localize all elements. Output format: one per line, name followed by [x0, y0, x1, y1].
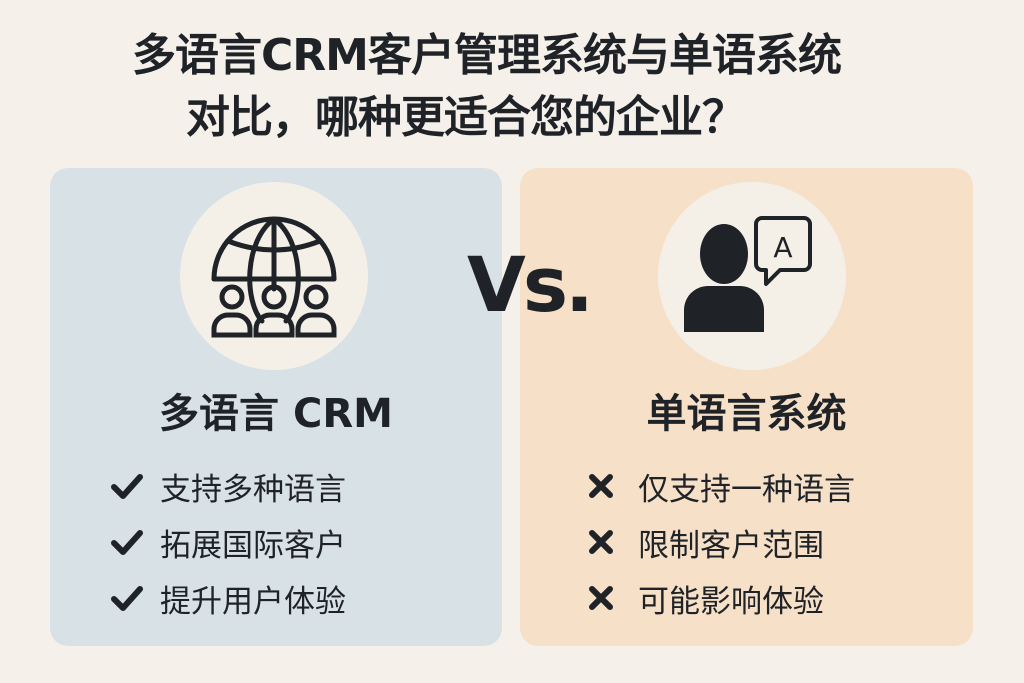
list-item: 限制客户范围	[588, 514, 855, 570]
x-icon	[588, 529, 638, 555]
x-icon	[588, 473, 638, 499]
list-item: 拓展国际客户	[110, 514, 346, 570]
person-with-speech-bubble-icon: A	[684, 216, 812, 332]
check-icon	[110, 528, 160, 556]
x-icon	[588, 585, 638, 611]
title-line-2: 对比，哪种更适合您的企业？	[186, 92, 746, 143]
card-heading: 单语言系统	[646, 391, 847, 437]
multilingual-crm-card: 多语言 CRM 支持多种语言 拓展国际客户 提升用户体验	[50, 168, 502, 646]
globe-with-people-icon	[211, 216, 337, 338]
check-icon	[110, 472, 160, 500]
card-heading: 多语言 CRM	[159, 391, 393, 437]
list-item: 可能影响体验	[588, 570, 855, 626]
list-item: 仅支持一种语言	[588, 458, 855, 514]
icon-circle: A	[658, 182, 846, 370]
feature-list: 支持多种语言 拓展国际客户 提升用户体验	[110, 458, 346, 626]
list-item: 提升用户体验	[110, 570, 346, 626]
svg-text:A: A	[773, 231, 792, 264]
icon-circle	[180, 182, 368, 370]
monolingual-system-card: A 单语言系统 仅支持一种语言 限制客户范围 可能影响体验	[520, 168, 973, 646]
limitation-list: 仅支持一种语言 限制客户范围 可能影响体验	[588, 458, 855, 626]
list-item: 支持多种语言	[110, 458, 346, 514]
title-line-1: 多语言CRM客户管理系统与单语系统	[132, 30, 842, 81]
versus-label: Vs.	[467, 240, 594, 329]
check-icon	[110, 584, 160, 612]
